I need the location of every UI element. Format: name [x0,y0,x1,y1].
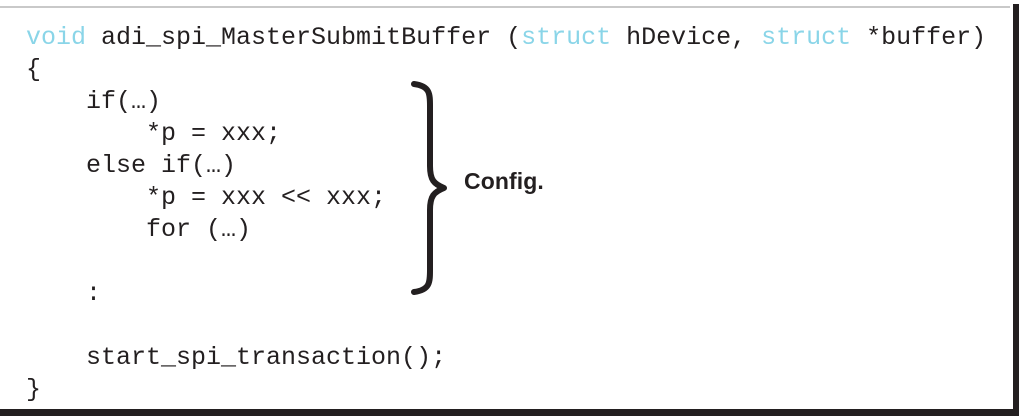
code-text: : [26,279,102,308]
code-text: hDevice, [611,23,762,52]
line-else-if: else if(…) [26,150,986,182]
code-keyword: struct [521,23,612,52]
config-annotation-label: Config. [464,168,544,194]
line-assign-1: *p = xxx; [26,118,986,150]
code-text: adi_spi_MasterSubmitBuffer ( [86,23,522,52]
line-spacer-2 [26,310,986,342]
line-call: start_spi_transaction(); [26,342,986,374]
code-text: *buffer) [851,23,987,52]
line-open-brace: { [26,54,986,86]
code-keyword: struct [761,23,852,52]
code-text: } [26,375,42,404]
code-keyword: void [26,23,87,52]
code-listing: void adi_spi_MasterSubmitBuffer (struct … [26,22,986,406]
config-annotation-group: Config. [404,80,594,296]
code-text [26,247,41,276]
code-text: if(…) [26,87,162,116]
top-divider-rule [0,6,1010,8]
line-if: if(…) [26,86,986,118]
code-text: *p = xxx << xxx; [26,183,387,212]
line-assign-2: *p = xxx << xxx; [26,182,986,214]
code-text [26,311,41,340]
code-text: else if(…) [26,151,237,180]
right-accent-bar [1013,4,1019,416]
code-text: start_spi_transaction(); [26,343,447,372]
line-continuation: : [26,278,986,310]
line-signature: void adi_spi_MasterSubmitBuffer (struct … [26,22,986,54]
code-text: { [26,55,42,84]
code-text: *p = xxx; [26,119,282,148]
bottom-accent-bar [0,409,1017,416]
line-close-brace: } [26,374,986,406]
right-curly-brace-icon [411,81,447,295]
code-text: for (…) [26,215,252,244]
line-for: for (…) [26,214,986,246]
